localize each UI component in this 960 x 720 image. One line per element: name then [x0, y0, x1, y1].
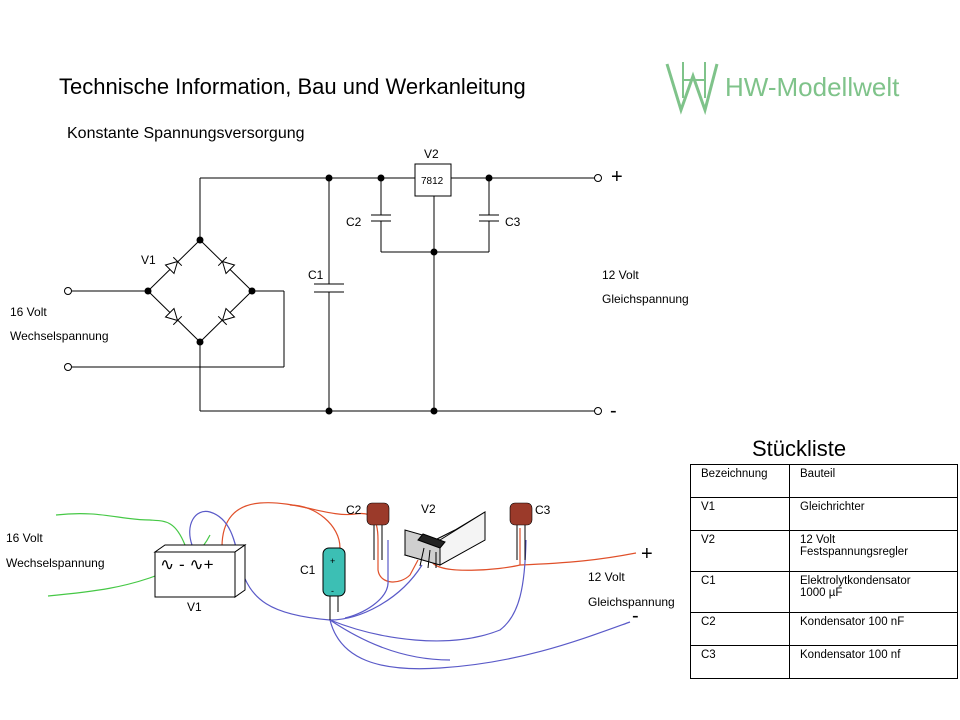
cap-minus-mark: - [331, 586, 334, 596]
minus-sign: - [610, 400, 617, 422]
wiring-plus-sign: + [641, 543, 653, 565]
label-v1: V1 [141, 253, 156, 267]
regulator-v2-heatsink [403, 511, 486, 569]
row-component: Kondensator 100 nf [789, 645, 958, 679]
wiring-label-c1: C1 [300, 563, 316, 577]
plus-sign: + [611, 166, 623, 188]
table-row: C3 Kondensator 100 nf [690, 645, 958, 679]
output-terminal-minus [594, 407, 602, 415]
wiring-output-type: Gleichspannung [588, 595, 675, 609]
table-row: V2 12 Volt Festspannungsregler [690, 530, 958, 572]
wiring-input-voltage: 16 Volt [6, 531, 43, 545]
brand-logo [665, 62, 719, 116]
label-c1: C1 [308, 268, 324, 282]
wiring-label-c3: C3 [535, 503, 551, 517]
row-designation: C3 [690, 645, 790, 679]
input-type: Wechselspannung [10, 329, 109, 343]
header-designation: Bezeichnung [690, 464, 790, 498]
row-designation: V1 [690, 497, 790, 531]
output-terminal-plus [594, 174, 602, 182]
label-c3: C3 [505, 215, 521, 229]
capacitor-c3 [509, 502, 533, 560]
schematic [64, 163, 602, 415]
label-v2: V2 [424, 147, 439, 161]
row-component: Kondensator 100 nF [789, 612, 958, 646]
rectifier-marks: ∿ - ∿+ [160, 555, 214, 574]
wiring-input-type: Wechselspannung [6, 556, 105, 570]
input-terminal-2 [64, 363, 72, 371]
row-designation: V2 [690, 530, 790, 572]
input-terminal-1 [64, 287, 72, 295]
wiring-illustration: ∿ - ∿+ + - [47, 502, 637, 670]
output-voltage: 12 Volt [602, 268, 639, 282]
regulator-label: 7812 [421, 176, 444, 187]
page-subtitle: Konstante Spannungsversorgung [67, 125, 305, 142]
parts-list-table: Bezeichnung Bauteil V1 Gleichrichter V2 … [690, 464, 958, 679]
input-voltage: 16 Volt [10, 305, 47, 319]
wiring-minus-sign: - [632, 605, 639, 627]
parts-list-title: Stückliste [752, 436, 847, 461]
capacitor-c1 [322, 547, 346, 620]
row-component: Elektrolytkondensator 1000 µF [789, 571, 958, 613]
page-title: Technische Information, Bau und Werkanle… [59, 74, 526, 99]
row-component: 12 Volt Festspannungsregler [789, 530, 958, 572]
table-header-row: Bezeichnung Bauteil [690, 464, 958, 498]
row-designation: C1 [690, 571, 790, 613]
wiring-label-c2: C2 [346, 503, 362, 517]
table-row: C2 Kondensator 100 nF [690, 612, 958, 646]
wiring-label-v1: V1 [187, 600, 202, 614]
table-row: C1 Elektrolytkondensator 1000 µF [690, 571, 958, 613]
regulator-7812 [414, 163, 452, 197]
capacitor-c2 [366, 502, 390, 560]
header-component: Bauteil [789, 464, 958, 498]
table-row: V1 Gleichrichter [690, 497, 958, 531]
row-designation: C2 [690, 612, 790, 646]
wiring-output-voltage: 12 Volt [588, 570, 625, 584]
rectifier-v1 [153, 544, 247, 598]
output-type: Gleichspannung [602, 292, 689, 306]
junction-dots [144, 174, 493, 415]
cap-plus-mark: + [330, 556, 335, 566]
label-c2: C2 [346, 215, 362, 229]
diode-symbols [164, 256, 236, 326]
wiring-label-v2: V2 [421, 502, 436, 516]
brand-name: HW-Modellwelt [725, 72, 900, 102]
row-component: Gleichrichter [789, 497, 958, 531]
